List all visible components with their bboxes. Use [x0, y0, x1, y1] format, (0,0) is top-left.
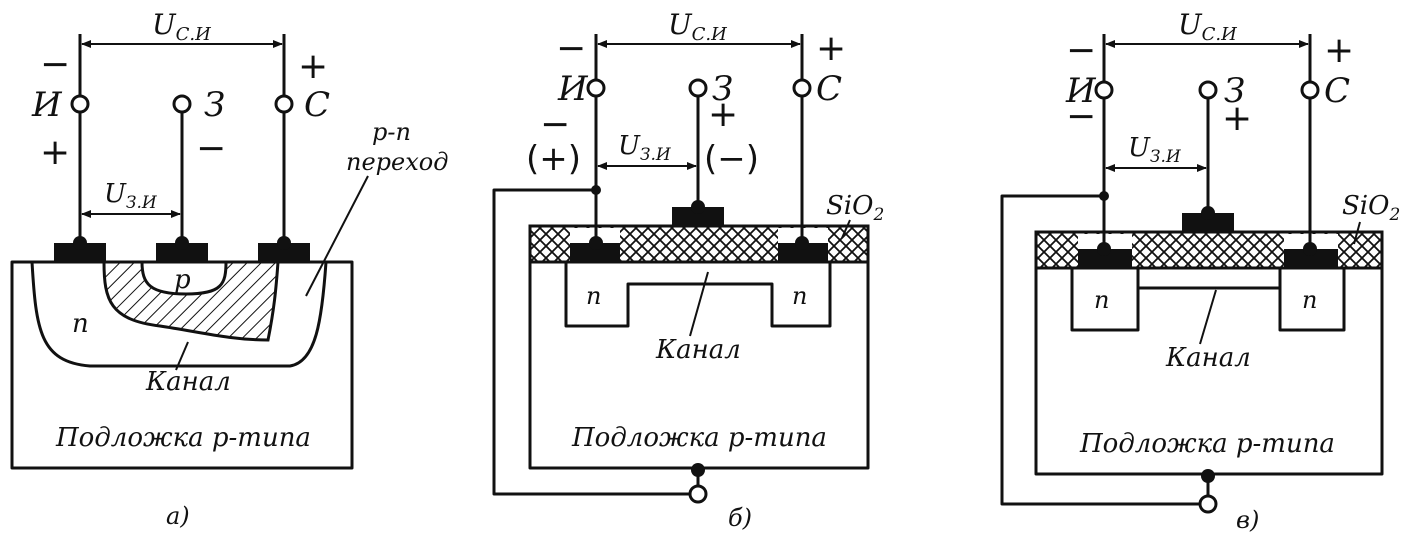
n-right-label-c: n	[1302, 286, 1317, 314]
source-electrode-c	[1078, 249, 1132, 268]
substrate-label-c: Подложка p-типа	[1079, 429, 1335, 459]
caption-b: б)	[728, 504, 752, 532]
drain-electrode-c	[1284, 249, 1338, 268]
source-label-b: И	[557, 69, 589, 109]
n-left-label-b: n	[586, 282, 601, 310]
substrate-label-a: Подложка p-типа	[55, 423, 311, 453]
n-label-a: n	[72, 309, 89, 339]
substrate-terminal-c	[1198, 494, 1218, 514]
minus-gate-a: −	[196, 128, 226, 169]
p-region-a	[140, 260, 228, 296]
p-label-a: p	[174, 265, 191, 295]
plus-sign-c: +	[1324, 30, 1354, 71]
source-electrode-a	[54, 243, 106, 262]
minus-source-c: −	[1066, 96, 1096, 137]
n-channel-region-a	[30, 261, 328, 368]
substrate-label-b: Подложка p-типа	[571, 423, 827, 453]
sio2-label-b: SiO2	[826, 191, 884, 225]
gate-electrode-c	[1182, 213, 1234, 232]
minus-sign-a: −	[40, 44, 70, 85]
paren-plus-b: (+)	[526, 139, 581, 179]
paren-minus-b: (−)	[704, 139, 759, 179]
pn-label-a: p-n	[372, 118, 411, 146]
minus-sign-b: −	[556, 28, 586, 69]
gate-electrode-b	[672, 207, 724, 226]
channel-label-b: Канал	[655, 335, 741, 365]
drain-electrode-b	[778, 243, 828, 262]
gate-terminal-a	[172, 94, 192, 114]
caption-c: в)	[1236, 506, 1259, 534]
plus-gate-c: +	[1222, 98, 1252, 139]
panel-c: UС.И UЗ.И И З С − + − + SiO2 n n Канал П…	[1000, 8, 1400, 534]
minus-sign-c: −	[1066, 30, 1096, 71]
plus-sign-b: +	[816, 28, 846, 69]
gate-label-c: З	[1224, 71, 1245, 111]
caption-a: а)	[166, 502, 190, 530]
panel-b: UС.И UЗ.И И З С − + − + (+) (−) SiO2 n n…	[492, 8, 884, 532]
n-right-label-b: n	[792, 282, 807, 310]
drain-label-c: С	[1324, 71, 1350, 111]
u-zi-label-a: UЗ.И	[104, 179, 158, 213]
gate-electrode-a	[156, 243, 208, 262]
gate-label-b: З	[712, 69, 733, 109]
channel-label-c: Канал	[1165, 343, 1251, 373]
pn-label2-a: переход	[346, 148, 448, 176]
u-zi-label-b: UЗ.И	[618, 131, 672, 165]
channel-label-a: Канал	[145, 367, 231, 397]
minus-source-b: −	[540, 104, 570, 145]
drain-label-a: С	[304, 85, 330, 125]
plus-source-a: +	[40, 132, 70, 173]
n-left-label-c: n	[1094, 286, 1109, 314]
plus-sign-a: +	[298, 46, 328, 87]
drain-terminal-a	[274, 94, 294, 114]
u-si-label-b: UС.И	[668, 8, 727, 45]
substrate-terminal-b	[688, 484, 708, 504]
u-si-label-c: UС.И	[1178, 8, 1237, 45]
source-electrode-b	[570, 243, 620, 262]
source-label-c: И	[1065, 71, 1097, 111]
sio2-label-c: SiO2	[1342, 191, 1400, 225]
u-zi-label-c: UЗ.И	[1128, 133, 1182, 167]
panel-a: UС.И UЗ.И И З С − + + − p n p-n переход …	[10, 8, 448, 530]
source-terminal-a	[70, 94, 90, 114]
drain-label-b: С	[816, 69, 842, 109]
gate-label-a: З	[204, 85, 225, 125]
n-wells-b	[564, 262, 832, 328]
plus-gate-b: +	[708, 94, 738, 135]
source-label-a: И	[31, 85, 63, 125]
drain-electrode-a	[258, 243, 310, 262]
u-si-label-a: UС.И	[152, 8, 211, 45]
